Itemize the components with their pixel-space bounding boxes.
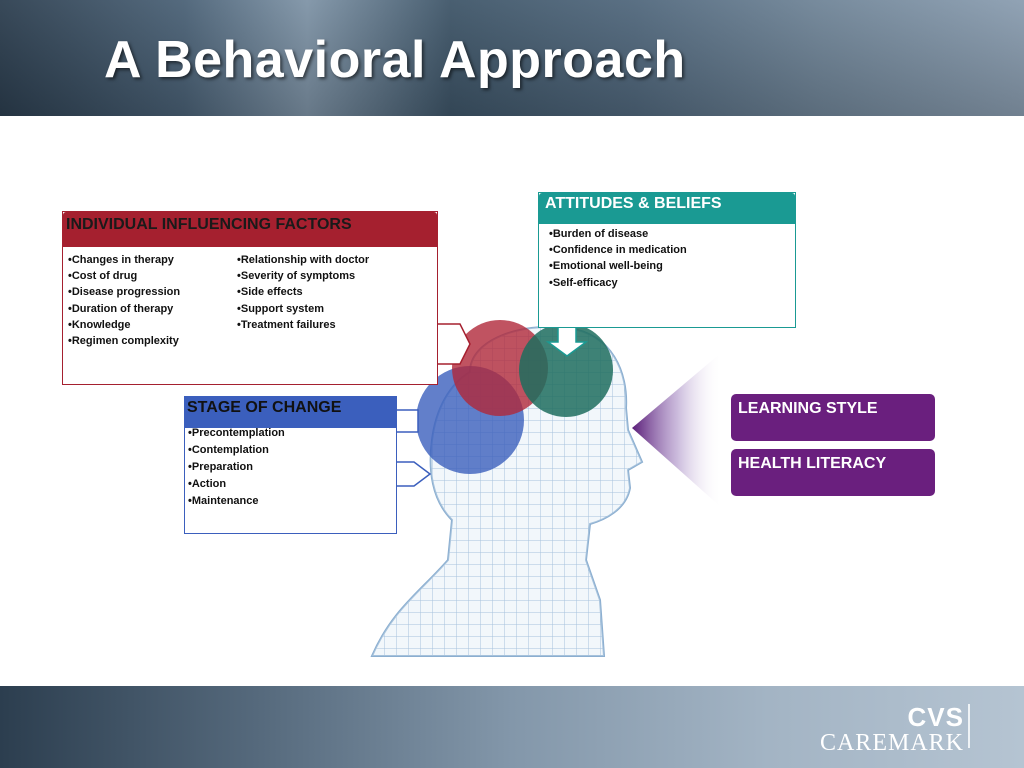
list-item: •Cost of drug bbox=[68, 270, 138, 283]
logo-bottom-text: CAREMARK bbox=[819, 730, 964, 756]
list-item: •Confidence in medication bbox=[549, 244, 687, 257]
beam-shape bbox=[632, 352, 722, 508]
cvs-caremark-logo: CVS CAREMARK bbox=[820, 704, 964, 756]
list-item: •Severity of symptoms bbox=[237, 270, 356, 283]
individual-factors-list-2: •Relationship with doctor •Severity of s… bbox=[237, 252, 369, 333]
attitudes-beliefs-list: •Burden of disease •Confidence in medica… bbox=[549, 226, 687, 291]
list-item: •Preparation bbox=[188, 461, 253, 473]
list-item: •Regimen complexity bbox=[68, 335, 179, 348]
footer-band bbox=[0, 686, 1024, 768]
list-item: •Disease progression bbox=[68, 286, 181, 299]
individual-factors-box: INDIVIDUAL INFLUENCING FACTORS •Changes … bbox=[62, 211, 438, 385]
stage-connector-upper bbox=[396, 409, 419, 433]
individual-brain-circle bbox=[452, 320, 548, 416]
list-item: •Emotional well-being bbox=[549, 260, 663, 273]
stage-of-change-list: •Precontemplation •Contemplation •Prepar… bbox=[188, 425, 285, 510]
list-item: •Knowledge bbox=[68, 318, 131, 331]
list-item: •Relationship with doctor bbox=[237, 254, 370, 266]
attitudes-brain-circle bbox=[519, 323, 613, 417]
list-item: •Self-efficacy bbox=[549, 276, 618, 289]
list-item: •Action bbox=[188, 478, 227, 490]
health-literacy-box: HEALTH LITERACY bbox=[731, 449, 935, 496]
list-item: •Treatment failures bbox=[237, 318, 336, 331]
attitudes-beliefs-box: ATTITUDES & BELIEFS •Burden of disease •… bbox=[538, 192, 796, 328]
individual-connector bbox=[437, 323, 471, 365]
list-item: •Burden of disease bbox=[549, 228, 649, 240]
list-item: •Side effects bbox=[237, 286, 303, 299]
title-banner bbox=[0, 0, 1024, 116]
learning-style-box: LEARNING STYLE bbox=[731, 394, 935, 441]
logo-divider bbox=[968, 704, 970, 748]
individual-factors-header: INDIVIDUAL INFLUENCING FACTORS bbox=[63, 212, 437, 247]
list-item: •Changes in therapy bbox=[68, 254, 174, 266]
list-item: •Duration of therapy bbox=[68, 302, 174, 315]
individual-factors-list-1: •Changes in therapy •Cost of drug •Disea… bbox=[68, 252, 180, 349]
stage-of-change-box: STAGE OF CHANGE •Precontemplation •Conte… bbox=[184, 396, 397, 534]
stage-connector-lower bbox=[396, 461, 432, 487]
slide-title: A Behavioral Approach bbox=[104, 31, 686, 89]
list-item: •Support system bbox=[237, 302, 324, 315]
logo-top-text: CVS bbox=[907, 702, 964, 732]
stage-of-change-header: STAGE OF CHANGE bbox=[185, 397, 396, 428]
list-item: •Precontemplation bbox=[188, 427, 285, 439]
attitudes-beliefs-header: ATTITUDES & BELIEFS bbox=[539, 193, 795, 224]
list-item: •Contemplation bbox=[188, 444, 269, 456]
attitudes-connector bbox=[545, 327, 589, 357]
list-item: •Maintenance bbox=[188, 495, 259, 507]
